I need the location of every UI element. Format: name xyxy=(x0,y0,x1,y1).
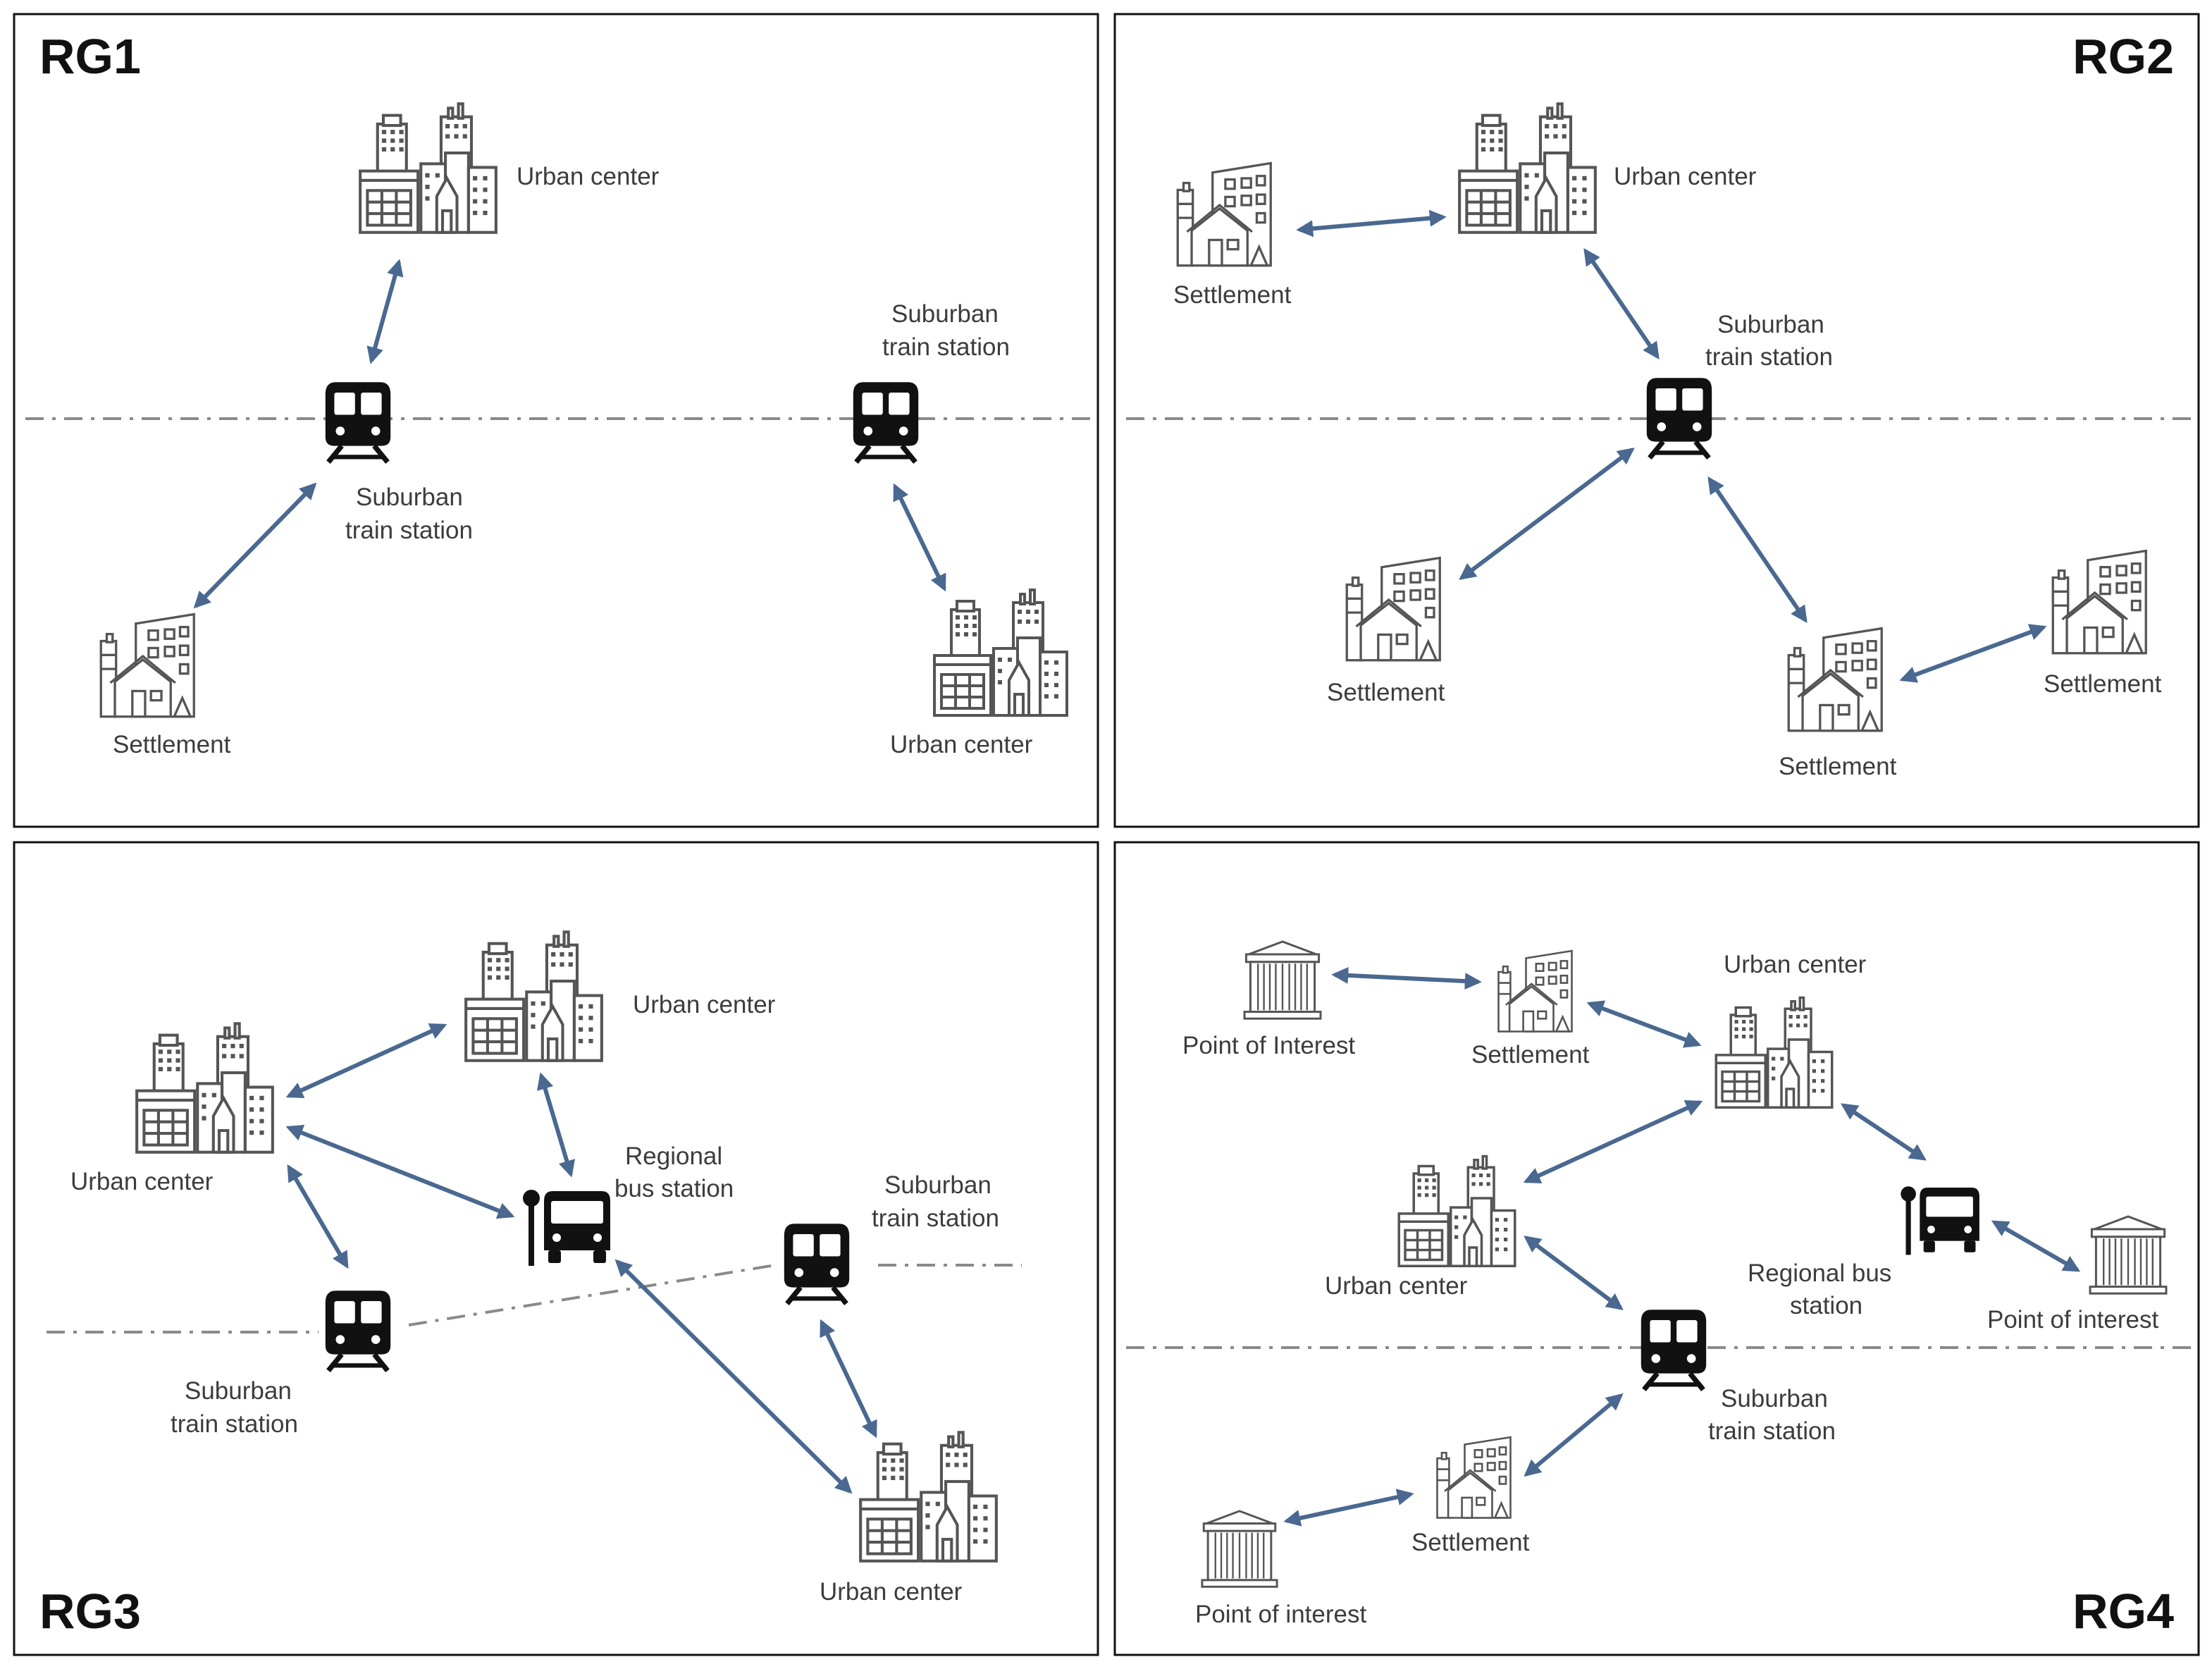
label-suburban-line2: train station xyxy=(1708,1417,1836,1445)
label-regional-line2: bus station xyxy=(614,1175,734,1202)
label-urban-center: Urban center xyxy=(890,731,1033,758)
label-urban-center: Urban center xyxy=(820,1578,963,1606)
connection-arrow xyxy=(1283,1489,1414,1527)
connection-arrow xyxy=(1707,476,1808,623)
label-suburban-line1: Suburban xyxy=(884,1171,991,1199)
connection-arrow xyxy=(1586,1000,1702,1048)
label-settlement: Settlement xyxy=(1411,1529,1530,1556)
panel-rg3: RG3 Urban center Urban center Regional b… xyxy=(13,841,1099,1656)
connection-arrow xyxy=(1296,209,1447,238)
label-regional-line1: Regional bus xyxy=(1748,1260,1891,1287)
label-point-of-interest: Point of interest xyxy=(1195,1601,1366,1628)
label-urban-center: Urban center xyxy=(1724,951,1867,978)
label-urban-center: Urban center xyxy=(1614,163,1757,190)
label-suburban-line1: Suburban xyxy=(356,484,463,511)
connection-arrow xyxy=(366,259,404,364)
connection-arrow xyxy=(1841,1103,1927,1161)
label-suburban-line1: Suburban xyxy=(1721,1385,1828,1412)
panel-title: RG2 xyxy=(2072,29,2174,84)
connection-arrow xyxy=(820,1319,877,1439)
label-urban-center: Urban center xyxy=(633,991,776,1018)
label-suburban-line2: train station xyxy=(872,1205,999,1232)
connection-arrow xyxy=(1459,448,1635,580)
connection-arrow xyxy=(285,1124,515,1219)
label-settlement: Settlement xyxy=(1327,679,1445,706)
label-suburban-line2: train station xyxy=(345,517,473,544)
label-settlement: Settlement xyxy=(1779,753,1897,780)
connection-arrow xyxy=(1523,1100,1703,1183)
connection-arrow xyxy=(1583,248,1660,359)
label-regional-line1: Regional xyxy=(625,1143,722,1170)
label-point-of-interest: Point of interest xyxy=(1987,1306,2158,1334)
panel-title: RG4 xyxy=(2072,1584,2174,1639)
connection-arrow xyxy=(1524,1393,1624,1477)
label-suburban-line1: Suburban xyxy=(891,300,999,328)
label-suburban-line1: Suburban xyxy=(1717,311,1824,338)
label-settlement: Settlement xyxy=(1173,281,1292,309)
label-urban-center: Urban center xyxy=(517,163,660,190)
connection-arrow xyxy=(893,483,946,592)
classical-building-icon xyxy=(1243,940,1322,1020)
label-settlement: Settlement xyxy=(113,731,231,758)
classical-building-icon xyxy=(1201,1510,1278,1588)
panel-rg4: RG4 Point of Interest Settlement Urban c… xyxy=(1113,841,2200,1656)
label-point-of-interest: Point of Interest xyxy=(1182,1032,1355,1059)
label-settlement: Settlement xyxy=(1471,1041,1590,1068)
label-suburban-line2: train station xyxy=(882,333,1010,361)
label-suburban-line2: train station xyxy=(1705,343,1833,371)
connection-arrow xyxy=(1991,1220,2081,1272)
connection-arrow xyxy=(537,1072,575,1178)
connection-arrow xyxy=(193,482,317,609)
connection-arrow xyxy=(1524,1236,1624,1310)
connection-arrow xyxy=(1899,624,2047,683)
connection-arrow xyxy=(285,1023,447,1098)
label-suburban-line2: train station xyxy=(171,1410,298,1438)
label-suburban-line1: Suburban xyxy=(185,1377,292,1405)
classical-building-icon xyxy=(2089,1215,2168,1295)
label-settlement: Settlement xyxy=(2044,670,2162,698)
panel-title: RG1 xyxy=(39,29,141,84)
panel-rg2: RG2 Settlement Urban center Suburban tra… xyxy=(1113,13,2200,828)
label-urban-center: Urban center xyxy=(1325,1272,1468,1300)
connection-arrow xyxy=(287,1164,349,1269)
connection-arrow xyxy=(1331,966,1482,990)
panel-title: RG3 xyxy=(39,1584,141,1639)
label-regional-line2: station xyxy=(1790,1292,1862,1319)
panel-rg1: RG1 Urban center Suburban train station … xyxy=(13,13,1099,828)
label-urban-center: Urban center xyxy=(70,1168,214,1195)
connection-arrow xyxy=(614,1259,853,1494)
